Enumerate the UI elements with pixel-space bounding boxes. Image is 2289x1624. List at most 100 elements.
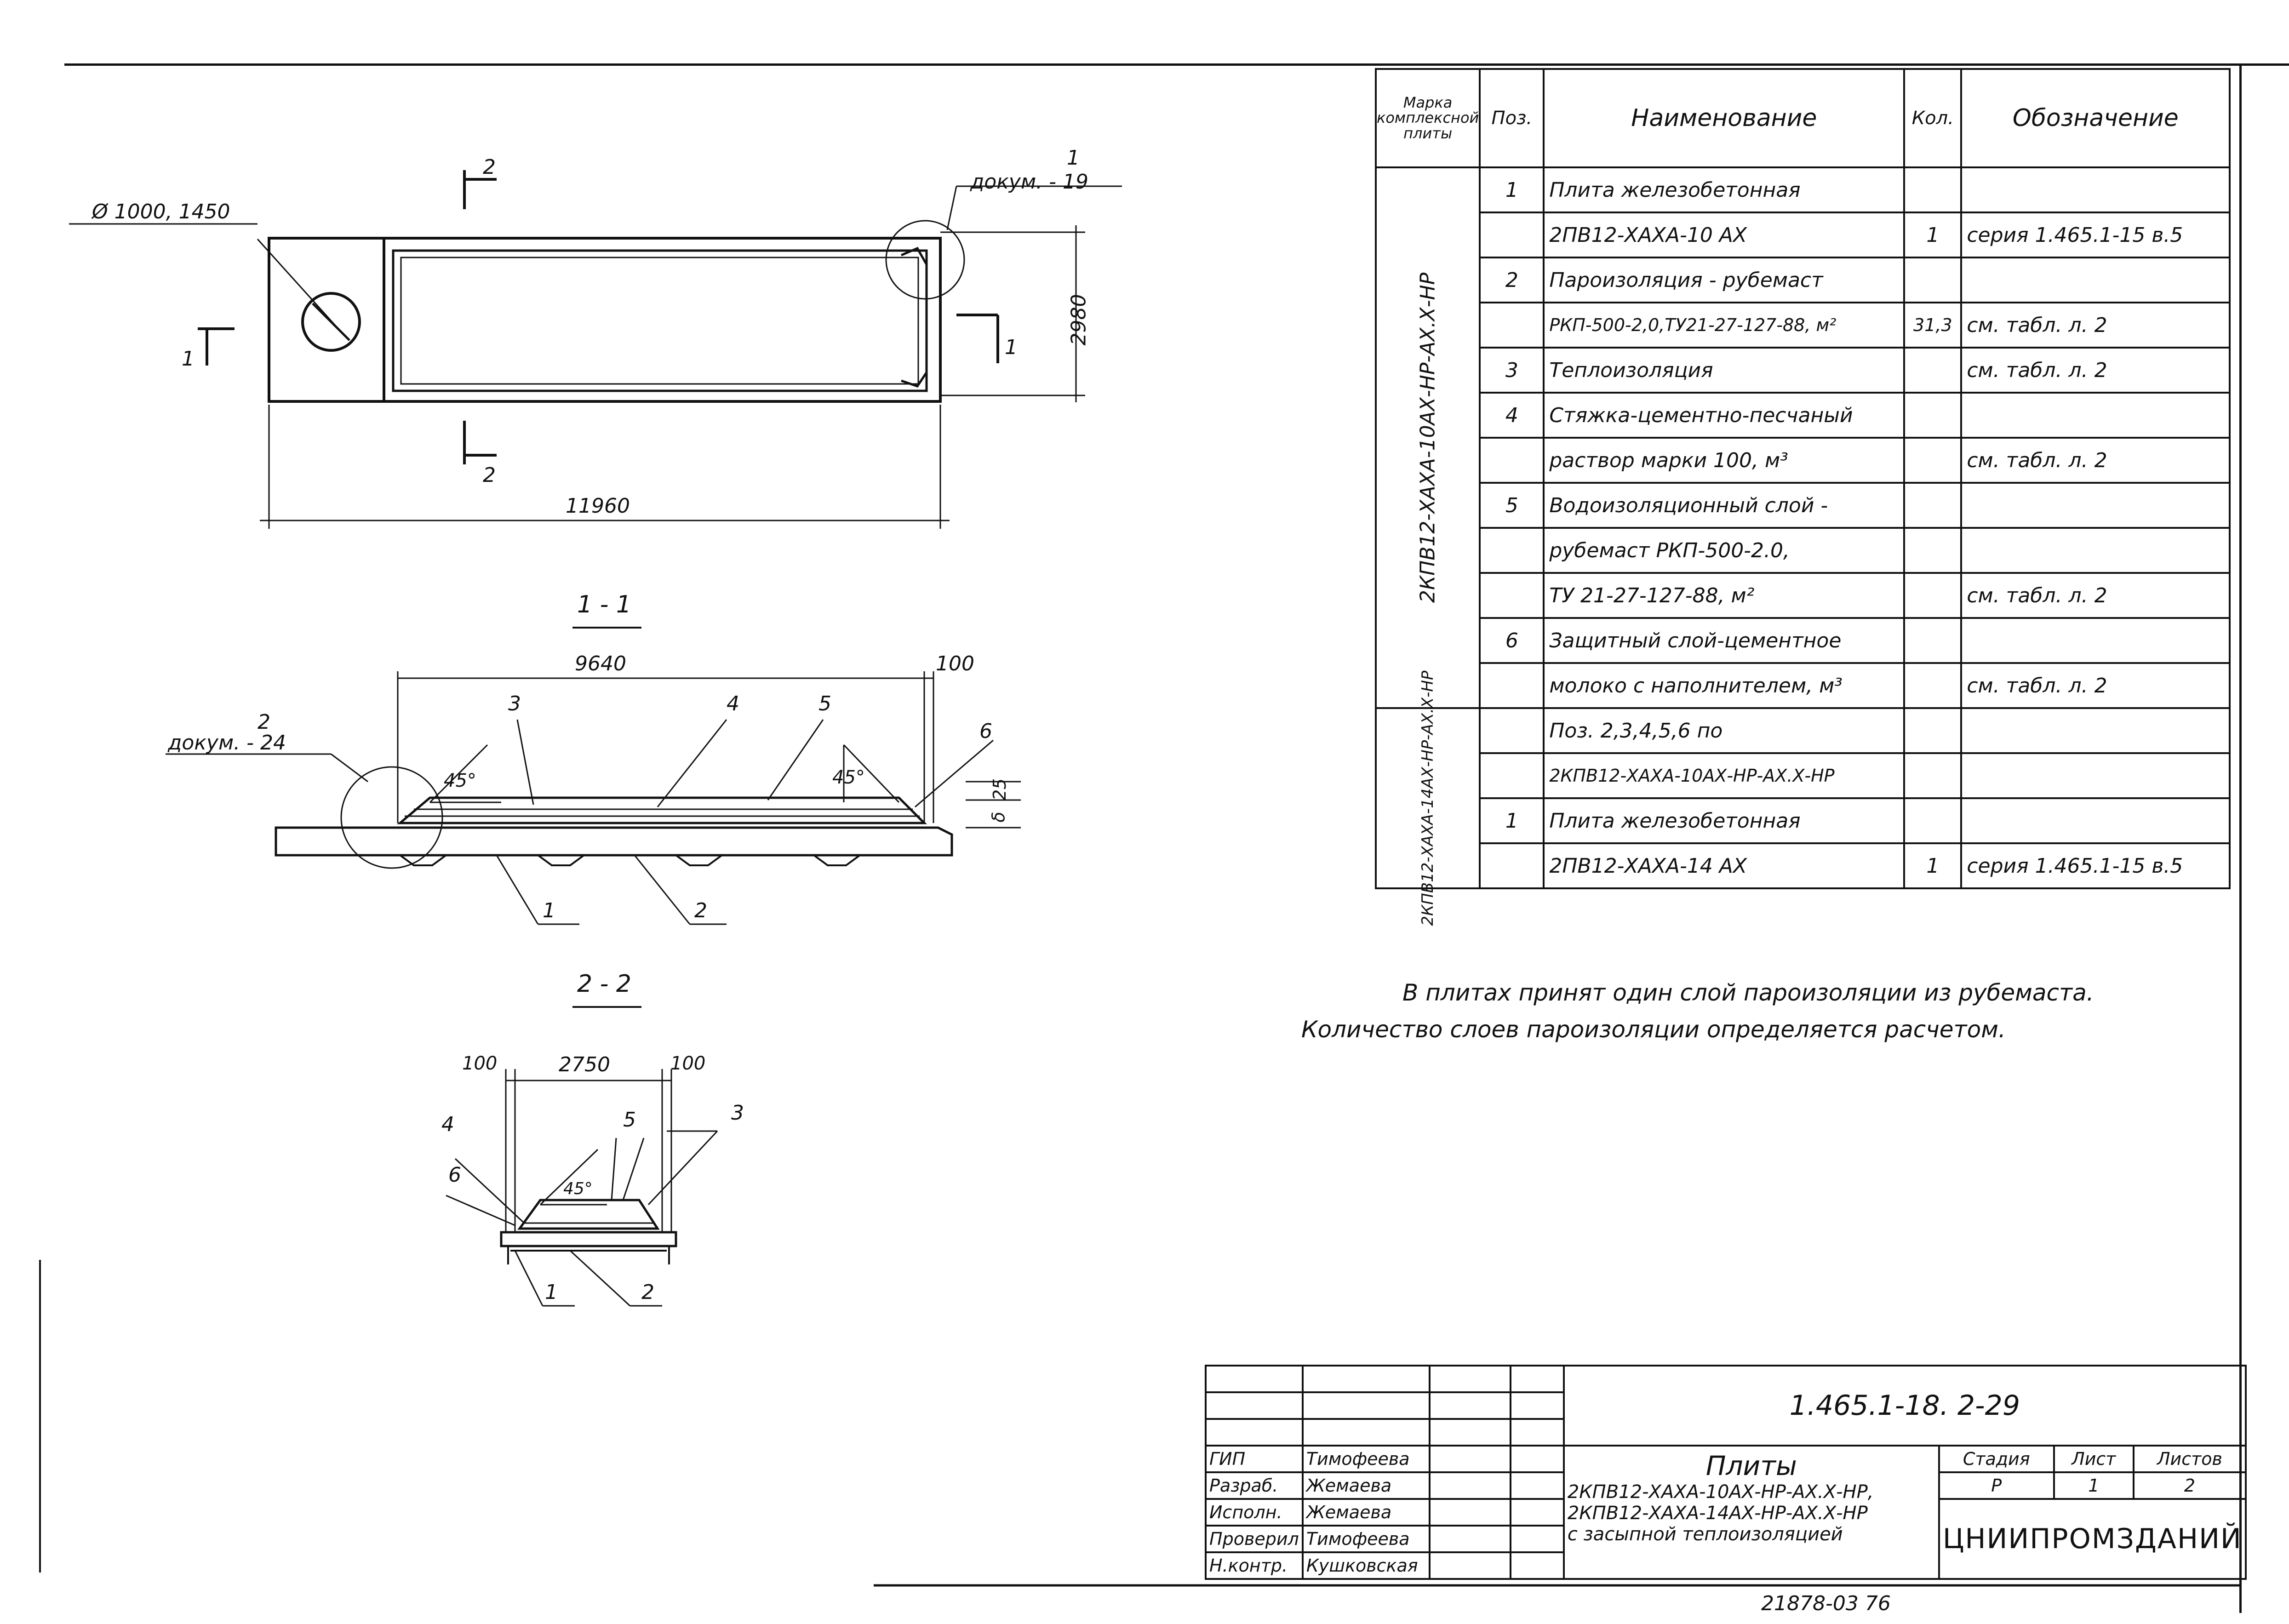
section-2-2-dim-right: 100 xyxy=(670,1053,706,1074)
row-name: рубемаст РКП-500-2.0, xyxy=(1543,527,1906,574)
tb-row: Исполн. Жемаева ЦНИИПРОМЗДАНИЙ xyxy=(1205,1498,2247,1580)
tb-cell xyxy=(1509,1365,1565,1393)
plan-inner-frame xyxy=(392,249,928,392)
row-designation: см. табл. л. 2 xyxy=(1960,302,2231,349)
tb-row xyxy=(1205,1391,2246,1420)
section-1-1-dim-edge: 100 xyxy=(936,652,974,675)
tb-cell xyxy=(1428,1418,1511,1447)
section-2-2-layers xyxy=(517,1199,660,1230)
callout-2-doc: докум. - 24 xyxy=(168,731,286,755)
row-name: Теплоизоляция xyxy=(1543,347,1906,394)
specification-table: Марка комплексной плиты Поз. Наименовани… xyxy=(1374,68,2231,926)
section-2-2-title: 2 - 2 xyxy=(577,970,631,998)
row-name: 2ПВ12-ХАХА-10 АХ xyxy=(1543,212,1906,258)
date-cell xyxy=(1509,1471,1565,1500)
row-pos: 2 xyxy=(1479,257,1545,303)
row-designation xyxy=(1960,752,2231,799)
table-row: раствор марки 100, м³ см. табл. л. 2 xyxy=(1376,437,2231,484)
row-designation: см. табл. л. 2 xyxy=(1960,347,2231,394)
section-1-1-pos-6: 6 xyxy=(979,720,992,743)
section-1-1-layers xyxy=(397,796,927,824)
sheet-border-right xyxy=(2239,63,2242,1613)
title-desc-2: 2КПВ12-ХАХА-14АХ-НР-АХ.Х-НР xyxy=(1567,1503,1868,1524)
tb-cell xyxy=(1301,1391,1431,1420)
callout-2-number: 2 xyxy=(258,710,270,734)
title-desc-1: 2КПВ12-ХАХА-10АХ-НР-АХ.Х-НР, xyxy=(1567,1481,1874,1503)
role-name: Тимофеева xyxy=(1301,1445,1431,1473)
role-name: Кушковская xyxy=(1301,1551,1431,1580)
header-mark: Марка комплексной плиты xyxy=(1374,68,1481,168)
row-designation: серия 1.465.1-15 в.5 xyxy=(1960,212,2231,258)
section-2-2-pos-3: 3 xyxy=(731,1101,744,1125)
title-block: 1.465.1-18. 2-29 ГИП Тимофеева Плиты 2КП… xyxy=(1205,1365,2247,1580)
row-designation xyxy=(1960,257,2231,303)
tb-cell xyxy=(1509,1391,1565,1420)
row-qty xyxy=(1903,482,1963,529)
table-row: 2КПВ12-ХАХА-10АХ-НР-АХ.Х-НР xyxy=(1376,752,2231,799)
row-pos xyxy=(1479,302,1545,349)
row-name: РКП-500-2,0,ТУ21-27-127-88, м² xyxy=(1543,302,1906,349)
tb-cell xyxy=(1428,1365,1511,1393)
doc-number: 1.465.1-18. 2-29 xyxy=(1562,1365,2247,1447)
sheets-value: 2 xyxy=(2133,1471,2247,1500)
row-qty xyxy=(1903,752,1963,799)
row-name: 2КПВ12-ХАХА-10АХ-НР-АХ.Х-НР xyxy=(1543,752,1906,799)
plan-outline xyxy=(268,237,942,403)
stage-value: Р xyxy=(1938,1471,2055,1500)
section-1-1-title: 1 - 1 xyxy=(577,591,631,618)
row-pos: 5 xyxy=(1479,482,1545,529)
table-row: 3 Теплоизоляция см. табл. л. 2 xyxy=(1376,347,2231,394)
row-name: Плита железобетонная xyxy=(1543,797,1906,844)
row-pos xyxy=(1479,212,1545,258)
layer-thickness-b: δ xyxy=(988,812,1009,823)
table-row: 2ПВ12-ХАХА-14 АХ 1 серия 1.465.1-15 в.5 xyxy=(1376,842,2231,889)
row-name: молоко с наполнителем, м³ xyxy=(1543,662,1906,709)
date-cell xyxy=(1509,1551,1565,1580)
tb-cell xyxy=(1301,1418,1431,1447)
date-cell xyxy=(1509,1498,1565,1527)
plan-detail-circle xyxy=(885,220,965,300)
section-1-1-slab xyxy=(275,826,953,857)
row-qty xyxy=(1903,437,1963,484)
section-1-1-pos-4: 4 xyxy=(727,692,739,715)
row-qty xyxy=(1903,707,1963,754)
row-qty xyxy=(1903,257,1963,303)
title-cell: Плиты 2КПВ12-ХАХА-10АХ-НР-АХ.Х-НР, 2КПВ1… xyxy=(1562,1445,1940,1580)
tb-cell xyxy=(1205,1365,1304,1393)
section-2-2-angle: 45° xyxy=(563,1179,593,1198)
tb-row: Проверил Тимофеева xyxy=(1205,1525,2246,1553)
tb-cell xyxy=(1509,1418,1565,1447)
sheet-value: 1 xyxy=(2053,1471,2135,1500)
signature-cell xyxy=(1428,1551,1511,1580)
table-row: ТУ 21-27-127-88, м² см. табл. л. 2 xyxy=(1376,572,2231,619)
tb-cell xyxy=(1428,1391,1511,1420)
row-name: Пароизоляция - рубемаст xyxy=(1543,257,1906,303)
mark-1-label: 2КПВ12-ХАХА-10АХ-НР-АХ.Х-НР xyxy=(1416,272,1440,603)
row-name: Плита железобетонная xyxy=(1543,166,1906,213)
row-designation xyxy=(1960,527,2231,574)
signature-cell xyxy=(1428,1445,1511,1473)
section-mark-2-top: 2 xyxy=(483,155,496,179)
sheet-border-left xyxy=(39,1260,41,1573)
header-designation: Обозначение xyxy=(1960,68,2231,168)
diameter-label: Ø 1000, 1450 xyxy=(92,200,230,223)
row-designation: см. табл. л. 2 xyxy=(1960,572,2231,619)
section-2-2-slab xyxy=(500,1231,677,1247)
header-qty: Кол. xyxy=(1903,68,1963,168)
table-row: рубемаст РКП-500-2.0, xyxy=(1376,527,2231,574)
row-pos xyxy=(1479,707,1545,754)
table-row: 5 Водоизоляционный слой - xyxy=(1376,482,2231,529)
layer-thickness-a: 25 xyxy=(990,778,1010,801)
row-pos: 6 xyxy=(1479,617,1545,664)
stage-label: Стадия xyxy=(1938,1445,2055,1473)
row-name: Защитный слой-цементное xyxy=(1543,617,1906,664)
role-label: ГИП xyxy=(1205,1445,1304,1473)
row-qty xyxy=(1903,797,1963,844)
sheet-border-top xyxy=(64,63,2289,66)
section-2-2-pos-6: 6 xyxy=(448,1163,461,1187)
section-2-2-pos-5: 5 xyxy=(623,1108,636,1132)
row-qty xyxy=(1903,617,1963,664)
row-name: Поз. 2,3,4,5,6 по xyxy=(1543,707,1906,754)
role-label: Проверил xyxy=(1205,1525,1304,1553)
